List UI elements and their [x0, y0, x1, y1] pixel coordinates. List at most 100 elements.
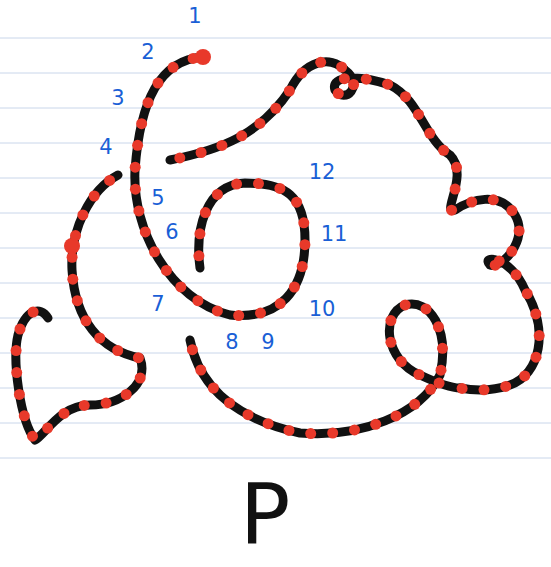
curve-dot — [291, 197, 302, 208]
curve-dot — [161, 265, 172, 276]
curve-dot — [494, 256, 505, 267]
curve-dot — [457, 383, 468, 394]
curve-dot — [361, 74, 372, 85]
curve-dot — [243, 409, 254, 420]
curve-dot — [519, 370, 530, 381]
curve-dot — [336, 62, 347, 73]
curve-dot — [413, 109, 424, 120]
curve-dot — [149, 246, 160, 257]
callout-number: 9 — [261, 332, 274, 353]
curve-dot — [349, 424, 360, 435]
callout-number: 11 — [321, 224, 348, 245]
curve-dot — [421, 303, 432, 314]
curve-dot — [130, 184, 141, 195]
curve-dot — [370, 419, 381, 430]
curve-dot — [437, 343, 448, 354]
callout-number: 4 — [99, 137, 112, 158]
curve-dot — [434, 378, 445, 389]
curve-dot — [121, 389, 132, 400]
curve-dot — [11, 367, 22, 378]
curve-dot — [187, 344, 198, 355]
curve-dot — [479, 384, 490, 395]
curve-dot — [133, 352, 144, 363]
left-curve — [16, 175, 142, 440]
curve-dot — [89, 191, 100, 202]
curve-dot — [143, 97, 154, 108]
curve-dot — [297, 261, 308, 272]
curve-dot — [79, 400, 90, 411]
curve-dot — [136, 118, 147, 129]
curve-dot — [530, 308, 541, 319]
callout-number: 5 — [151, 188, 164, 209]
spiral-curve — [135, 57, 305, 316]
curve-dot — [188, 53, 199, 64]
curve-dot — [339, 73, 350, 84]
curve-dot — [382, 79, 393, 90]
curve-dot — [175, 281, 186, 292]
callout-number: 1 — [188, 6, 201, 27]
callout-number: 8 — [225, 332, 238, 353]
curve-dot — [296, 68, 307, 79]
curve-dot — [488, 194, 499, 205]
callout-number: 12 — [309, 162, 336, 183]
curve-dot — [289, 282, 300, 293]
curve-dot — [67, 252, 78, 263]
curve-dot — [168, 62, 179, 73]
curve-dot — [174, 152, 185, 163]
curve-dot — [135, 373, 146, 384]
curve-dot — [196, 147, 207, 158]
curve-dot — [193, 250, 204, 261]
curve-dot — [254, 118, 265, 129]
curve-dot — [212, 189, 223, 200]
paper-lines — [0, 38, 551, 458]
curve-dot — [270, 103, 281, 114]
curve-dot — [385, 337, 396, 348]
dot-group — [11, 49, 545, 442]
curve-dot — [506, 205, 517, 216]
curve-dot — [305, 428, 316, 439]
curve-dot — [274, 183, 285, 194]
curve-dot — [15, 324, 26, 335]
curve-strokes — [16, 57, 539, 440]
curve-dot — [263, 418, 274, 429]
curve-dot — [42, 423, 53, 434]
curve-dot — [284, 86, 295, 97]
curve-dot — [450, 184, 461, 195]
curve-dot — [255, 308, 266, 319]
curve-dot — [14, 389, 25, 400]
curve-dot — [500, 381, 511, 392]
curve-dot — [224, 397, 235, 408]
curve-dot — [275, 298, 286, 309]
upper-curve — [170, 62, 539, 390]
curve-dot — [433, 321, 444, 332]
curve-dot — [400, 299, 411, 310]
curve-dot — [534, 330, 545, 341]
curve-dot — [94, 333, 105, 344]
curve-dot — [132, 140, 143, 151]
curve-dot — [451, 162, 462, 173]
curve-dot — [511, 269, 522, 280]
curve-dot — [208, 383, 219, 394]
curve-dot — [101, 398, 112, 409]
curve-dot — [315, 57, 326, 68]
curve-dot — [153, 78, 164, 89]
curve-dot — [298, 217, 309, 228]
curve-dot — [27, 431, 38, 442]
curve-dot — [216, 140, 227, 151]
curve-dot — [130, 162, 141, 173]
curve-dot — [333, 88, 344, 99]
curve-dot — [514, 225, 525, 236]
curve-dot — [195, 365, 206, 376]
curve-dot — [413, 369, 424, 380]
curve-dot — [231, 179, 242, 190]
curve-dot — [299, 239, 310, 250]
curve-dot — [212, 305, 223, 316]
curve-dot — [200, 207, 211, 218]
callout-number: 6 — [165, 222, 178, 243]
curve-dot — [506, 246, 517, 257]
figure-letter: P — [240, 473, 291, 557]
curve-dot — [400, 91, 411, 102]
curve-dot — [11, 345, 22, 356]
curve-dot — [133, 205, 144, 216]
